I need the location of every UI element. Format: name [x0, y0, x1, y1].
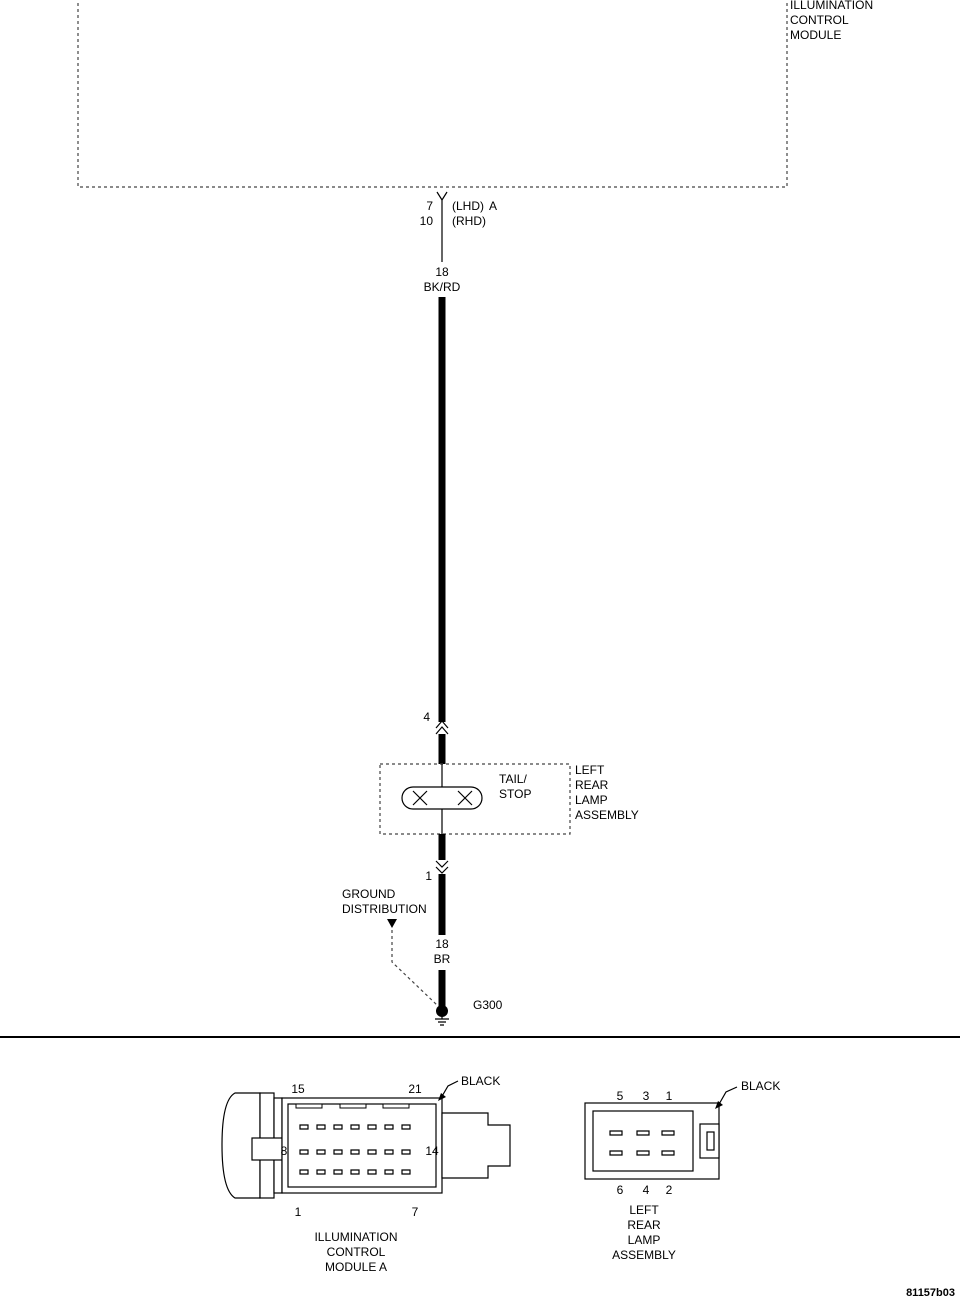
icm-pin-15: 15: [291, 1082, 305, 1096]
lamp-conn-pin-6: 6: [617, 1183, 624, 1197]
icm-caption-line-2: CONTROL: [327, 1245, 386, 1259]
lamp-out-terminal-symbol: [435, 860, 449, 874]
icm-caption-line-1: ILLUMINATION: [314, 1230, 397, 1244]
lamp-title-line-1: LEFT: [575, 763, 605, 777]
icm-pin-8: 8: [281, 1144, 288, 1158]
lamp-conn-pin-2: 2: [666, 1183, 673, 1197]
ground-distribution-arrow-icon: [387, 919, 397, 928]
ground-symbol-icon: [435, 1016, 449, 1026]
lamp-title-line-3: LAMP: [575, 793, 608, 807]
tail-stop-label-line-2: STOP: [499, 787, 531, 801]
lamp-in-terminal-symbol: [435, 720, 449, 735]
ground-id: G300: [473, 998, 503, 1012]
module-box: [77, 0, 788, 188]
icm-connector-color: BLACK: [461, 1074, 500, 1088]
lamp-color-leader: [717, 1086, 738, 1107]
wire-top-color: BK/RD: [424, 280, 461, 294]
module-pin-rhd: 10: [420, 214, 434, 228]
lamp-conn-pin-3: 3: [643, 1089, 650, 1103]
lamp-conn-pin-4: 4: [643, 1183, 650, 1197]
lamp-pin-out: 1: [425, 869, 432, 883]
module-pin-lhd: 7: [426, 199, 433, 213]
module-connector-letter: A: [489, 199, 497, 213]
ground-distribution-leader: [391, 930, 438, 1006]
ground-splice-dot: [436, 1005, 448, 1017]
lamp-pin-in: 4: [423, 710, 430, 724]
lamp-caption-line-2: REAR: [627, 1218, 661, 1232]
tail-stop-label-line-1: TAIL/: [499, 772, 527, 786]
icm-connector-face-view: [221, 1092, 511, 1199]
module-lhd-label: (LHD): [452, 199, 484, 213]
lamp-title-line-4: ASSEMBLY: [575, 808, 639, 822]
module-title-line-2: CONTROL: [790, 13, 849, 27]
lamp-title-line-2: REAR: [575, 778, 609, 792]
lamp-caption-line-4: ASSEMBLY: [612, 1248, 676, 1262]
icm-caption-line-3: MODULE A: [325, 1260, 387, 1274]
icm-pin-14: 14: [425, 1144, 439, 1158]
module-title-line-1: ILLUMINATION: [790, 0, 873, 12]
lamp-assembly-box: [379, 763, 571, 835]
icm-color-arrow-icon: [438, 1093, 446, 1101]
lamp-conn-pin-1: 1: [666, 1089, 673, 1103]
icm-pin-1: 1: [295, 1205, 302, 1219]
bulb-filament-right-icon: [457, 790, 473, 806]
module-terminal-symbol: [436, 191, 448, 202]
lamp-color-arrow-icon: [715, 1101, 723, 1109]
ground-distribution-line-1: GROUND: [342, 887, 396, 901]
wire-top-gauge: 18: [435, 265, 449, 279]
icm-pin-7: 7: [412, 1205, 419, 1219]
lamp-conn-pin-5: 5: [617, 1089, 624, 1103]
bulb-filament-left-icon: [412, 790, 428, 806]
ground-distribution-line-2: DISTRIBUTION: [342, 902, 427, 916]
module-title-line-3: MODULE: [790, 28, 841, 42]
wire-bottom-color: BR: [434, 952, 451, 966]
lamp-caption-line-3: LAMP: [628, 1233, 661, 1247]
icm-pin-21: 21: [408, 1082, 422, 1096]
figure-id: 81157b03: [906, 1287, 955, 1299]
lamp-caption-line-1: LEFT: [629, 1203, 659, 1217]
wire-bottom-gauge: 18: [435, 937, 449, 951]
lamp-connector-color: BLACK: [741, 1079, 780, 1093]
lamp-connector-face-view: [584, 1102, 720, 1180]
icm-color-leader: [440, 1080, 459, 1099]
module-rhd-label: (RHD): [452, 214, 486, 228]
tail-stop-bulb: [401, 786, 483, 810]
